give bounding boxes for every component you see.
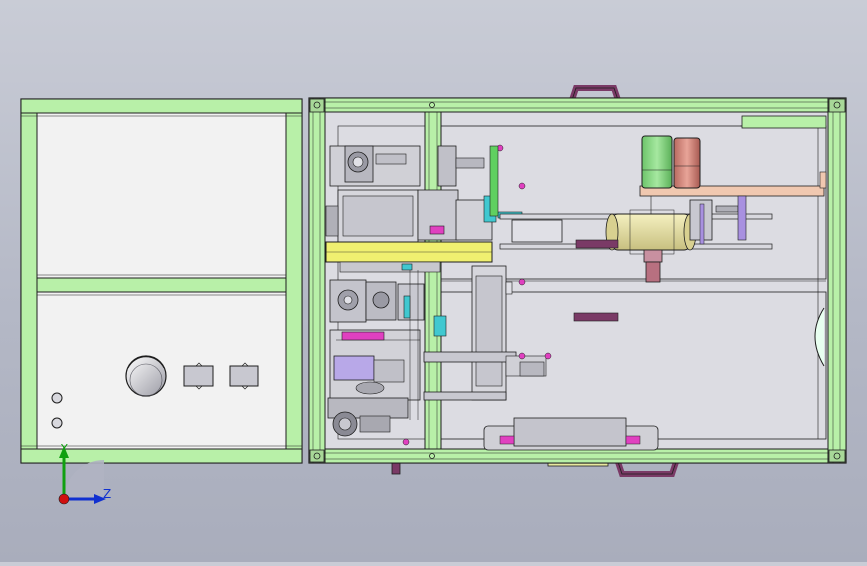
bottom-tray <box>483 417 659 451</box>
triad-z-label: Z <box>103 487 111 501</box>
bottom-handle <box>615 461 679 477</box>
purple-bar-lower <box>573 312 619 322</box>
control-cabinet <box>20 98 303 464</box>
pushbutton-2 <box>51 417 63 429</box>
top-handle <box>569 85 621 101</box>
bottom-foot <box>391 461 401 475</box>
upper-panel-door <box>36 112 287 279</box>
indicator-window-2 <box>229 365 259 387</box>
side-sensor-lens <box>814 307 825 367</box>
pushbutton-1 <box>51 392 63 404</box>
purple-bar-upper <box>575 239 619 249</box>
mechanism-left <box>325 145 547 437</box>
drive-assembly <box>499 135 827 322</box>
small-colored-parts <box>341 144 552 446</box>
coordinate-triad: Y Z <box>58 442 111 505</box>
motor-mount-plate <box>639 185 825 197</box>
red-motor <box>673 137 701 189</box>
triad-y-label: Y <box>60 442 68 455</box>
main-switch-knob <box>125 355 167 397</box>
indicator-window-1 <box>183 365 214 387</box>
green-cylinder-rod <box>489 145 499 217</box>
green-motor <box>641 135 673 189</box>
